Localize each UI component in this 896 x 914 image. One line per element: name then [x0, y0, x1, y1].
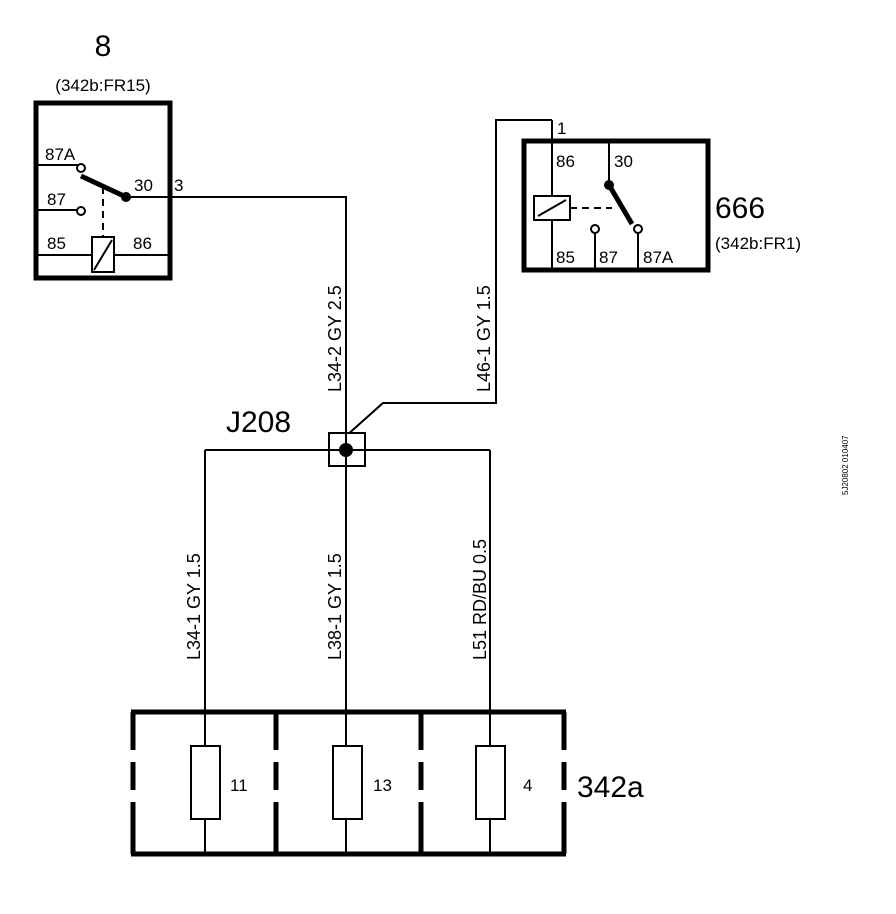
relay-8-pin-85: 85: [47, 234, 66, 253]
fuse-11-label: 11: [230, 776, 248, 795]
relay-666-pin-87: 87: [599, 248, 618, 267]
relay-8: 8 (342b:FR15) 87A 87 30 85 86 3: [33, 30, 183, 281]
relay-666-pin-85: 85: [556, 248, 575, 267]
fuse-4-label: 4: [523, 776, 532, 795]
relay-666-reference: (342b:FR1): [715, 234, 801, 253]
relay-666-pin-87a: 87A: [643, 248, 674, 267]
relay-666-pin-30: 30: [614, 152, 633, 171]
relay-8-coil-slash: [93, 239, 113, 271]
wire-label-l34-2: L34-2 GY 2.5: [325, 285, 345, 392]
wire-label-l51: L51 RD/BU 0.5: [470, 539, 490, 660]
relay-666-coil-slash: [537, 199, 567, 217]
wiring: [170, 119, 552, 712]
fuse-box-342a: 11 13 4 342a: [130, 709, 644, 857]
drawing-code: 5J20802 010407: [841, 435, 850, 495]
relay-8-reference: (342b:FR15): [55, 76, 150, 95]
relay-666-87a-contact: [633, 224, 643, 234]
relay-8-87-contact: [76, 206, 86, 216]
relay-666-pin-86: 86: [556, 152, 575, 171]
wire-l46-1: [345, 119, 552, 437]
fuse-11-icon: [190, 745, 221, 820]
relay-8-87a-contact: [76, 163, 86, 173]
fuse-13-icon: [332, 745, 363, 820]
relay-666-pin-1: 1: [557, 119, 566, 138]
relay-8-pin-30: 30: [134, 176, 153, 195]
relay-8-switch-arm: [79, 173, 128, 200]
relay-666-housing: [521, 138, 711, 273]
relay-8-number: 8: [95, 30, 112, 63]
relay-8-pin-87a: 87A: [45, 145, 76, 164]
relay-666-87-contact: [590, 224, 600, 234]
junction-j208: J208: [226, 406, 366, 467]
wire-l34-2: [170, 196, 347, 436]
relay-666: 1 86 30 85 87 87A 666 (342b:FR1): [521, 119, 801, 273]
relay-8-pin-86: 86: [133, 234, 152, 253]
relay-8-pin-87: 87: [47, 190, 66, 209]
fuse-4-icon: [475, 745, 506, 820]
junction-label: J208: [226, 406, 291, 439]
relay-666-switch-arm: [606, 183, 635, 226]
wire-label-l34-1: L34-1 GY 1.5: [184, 553, 204, 660]
relay-8-pin-out: 3: [174, 176, 183, 195]
relay-8-housing: [33, 100, 173, 281]
wire-label-l46-1: L46-1 GY 1.5: [474, 285, 494, 392]
wire-label-l38-1: L38-1 GY 1.5: [325, 553, 345, 660]
fuse-13-label: 13: [373, 776, 392, 795]
relay-666-number: 666: [715, 192, 765, 225]
junction-dot: [339, 443, 353, 457]
fuse-box-label: 342a: [577, 771, 644, 804]
